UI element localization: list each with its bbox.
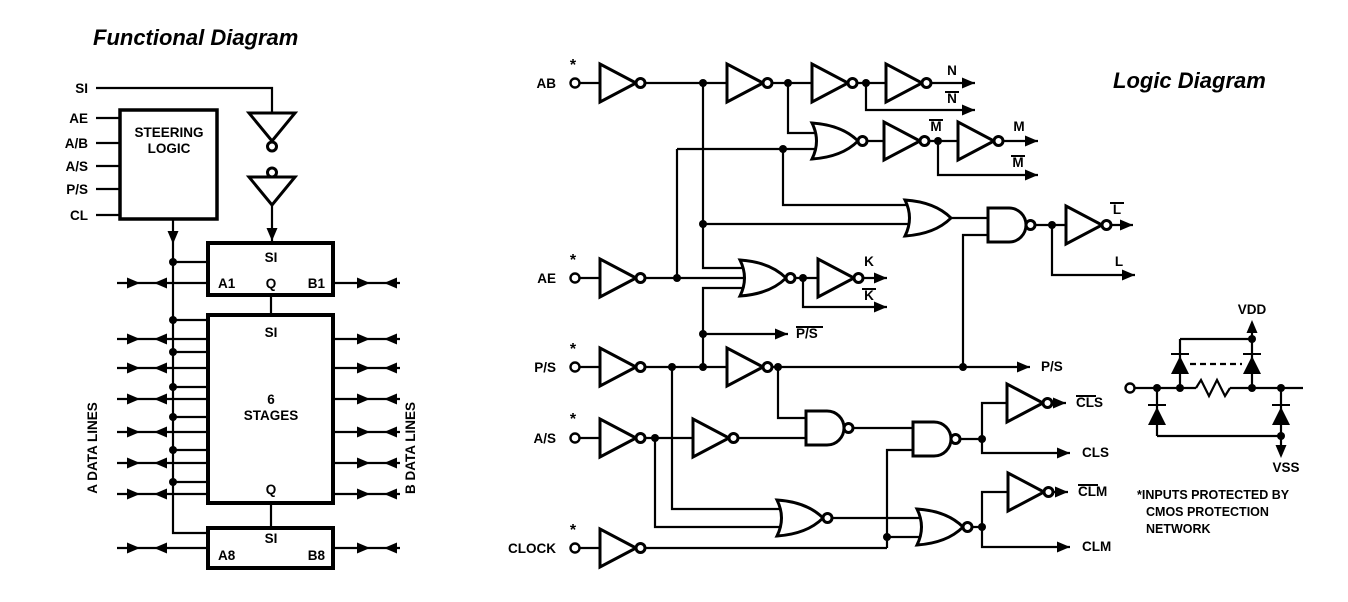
logic-diagram: Logic Diagram: [508, 57, 1266, 569]
steering-logic-label-2: LOGIC: [148, 141, 191, 156]
func-ab-input-label: A/B: [65, 136, 89, 151]
not-gate: [1064, 204, 1113, 246]
register-a8-b8-box: [206, 526, 335, 570]
k-bar-output-label: K: [864, 288, 874, 303]
steering-logic-box: [118, 108, 219, 221]
clm-output-label: CLM: [1082, 539, 1111, 554]
r1-b1-label: B1: [308, 276, 326, 291]
r8-si-label: SI: [265, 531, 278, 546]
m-output-label: M: [1013, 119, 1024, 134]
b-data-lines-label: B DATA LINES: [403, 402, 418, 494]
r8-a8-label: A8: [218, 548, 236, 563]
not-gate: [1005, 382, 1054, 424]
logic-as-input-label: A/S: [533, 431, 556, 446]
not-gate: [882, 120, 931, 162]
logic-clock-input-label: CLOCK: [508, 541, 556, 556]
diode-icon: [1171, 356, 1189, 374]
nand-gate: [804, 409, 855, 447]
si-inverter-chain: [245, 111, 299, 208]
l-output-label: L: [1115, 254, 1123, 269]
not-gate: [598, 346, 647, 388]
ps-bar-tap-label: P/S: [796, 326, 818, 341]
or-gate: [903, 198, 953, 238]
not-gate: [598, 257, 647, 299]
not-gate: [598, 527, 647, 569]
functional-title: Functional Diagram: [93, 25, 298, 50]
vss-label: VSS: [1272, 460, 1299, 475]
func-cl-input-label: CL: [70, 208, 88, 223]
nor-gate: [738, 258, 797, 298]
r8-b8-label: B8: [308, 548, 326, 563]
diode-icon: [1243, 356, 1261, 374]
register-a1-b1-box: [206, 241, 335, 297]
a-data-lines-label: A DATA LINES: [85, 402, 100, 494]
k-output-label: K: [864, 254, 874, 269]
logic-title: Logic Diagram: [1113, 68, 1266, 93]
not-gate: [884, 62, 933, 104]
r1-si-label: SI: [265, 250, 278, 265]
not-gate: [725, 62, 774, 104]
mid-si-label: SI: [265, 325, 278, 340]
ps-output-label: P/S: [1041, 359, 1063, 374]
n-output-label: N: [947, 63, 957, 78]
diode-icon: [1148, 407, 1166, 425]
m-bar-node-label: M: [930, 119, 941, 134]
protection-input-terminal: [1124, 382, 1136, 394]
protected-input-asterisk: *: [570, 252, 577, 269]
vdd-label: VDD: [1238, 302, 1267, 317]
functional-diagram: Functional Diagram STEERING LOGIC SI A1 …: [65, 25, 418, 570]
cls-output-label: CLS: [1082, 445, 1109, 460]
steering-logic-label-1: STEERING: [134, 125, 203, 140]
clm-bar-output-label: CLM: [1078, 484, 1107, 499]
nand-gate: [986, 206, 1037, 244]
protection-note-line-3: NETWORK: [1146, 522, 1211, 536]
func-ae-input-label: AE: [69, 111, 88, 126]
nand-gate: [911, 420, 962, 458]
r1-q-label: Q: [266, 276, 277, 291]
protection-note-line-1: *INPUTS PROTECTED BY: [1137, 488, 1290, 502]
diode-icons: [1148, 353, 1290, 425]
diode-icon: [1272, 407, 1290, 425]
not-gate: [1006, 471, 1055, 513]
nor-gate: [775, 498, 834, 538]
m-bar-output-label: M: [1012, 155, 1023, 170]
nor-gate: [810, 121, 869, 161]
resistor-icon: [1195, 377, 1231, 399]
not-gate: [725, 346, 774, 388]
six-stages-box: [206, 313, 335, 505]
mid-q-label: Q: [266, 482, 277, 497]
logic-gates: [598, 62, 1113, 569]
not-gate: [816, 257, 865, 299]
protection-network: VDD VSS *INPUTS PROTECTED BY CMOS PROTEC…: [1124, 302, 1303, 536]
not-gate: [810, 62, 859, 104]
func-ps-input-label: P/S: [66, 182, 88, 197]
protected-input-asterisk: *: [570, 411, 577, 428]
logic-ab-input-label: AB: [537, 76, 557, 91]
mid-stages-label: STAGES: [244, 408, 299, 423]
nor-gate: [915, 507, 974, 547]
protected-input-asterisk: *: [570, 522, 577, 539]
logic-ps-input-label: P/S: [534, 360, 556, 375]
not-gate: [598, 417, 647, 459]
not-gate: [691, 417, 740, 459]
protected-input-asterisk: *: [570, 57, 577, 74]
vdd-arrowhead: [1246, 320, 1258, 333]
not-gate: [956, 120, 1005, 162]
functional-wires: [96, 86, 400, 550]
n-bar-output-label: N: [947, 91, 957, 106]
not-gate: [598, 62, 647, 104]
vss-arrowhead: [1275, 445, 1287, 458]
func-as-input-label: A/S: [65, 159, 88, 174]
mid-count-label: 6: [267, 392, 275, 407]
logic-ae-input-label: AE: [537, 271, 556, 286]
protected-input-asterisk: *: [570, 341, 577, 358]
l-bar-output-label: L: [1113, 202, 1121, 217]
r1-a1-label: A1: [218, 276, 236, 291]
logic-wires: [579, 81, 1135, 550]
func-si-input-label: SI: [75, 81, 88, 96]
protection-note-line-2: CMOS PROTECTION: [1146, 505, 1269, 519]
cls-bar-output-label: CLS: [1076, 395, 1103, 410]
logic-input-terminals: [569, 77, 581, 554]
